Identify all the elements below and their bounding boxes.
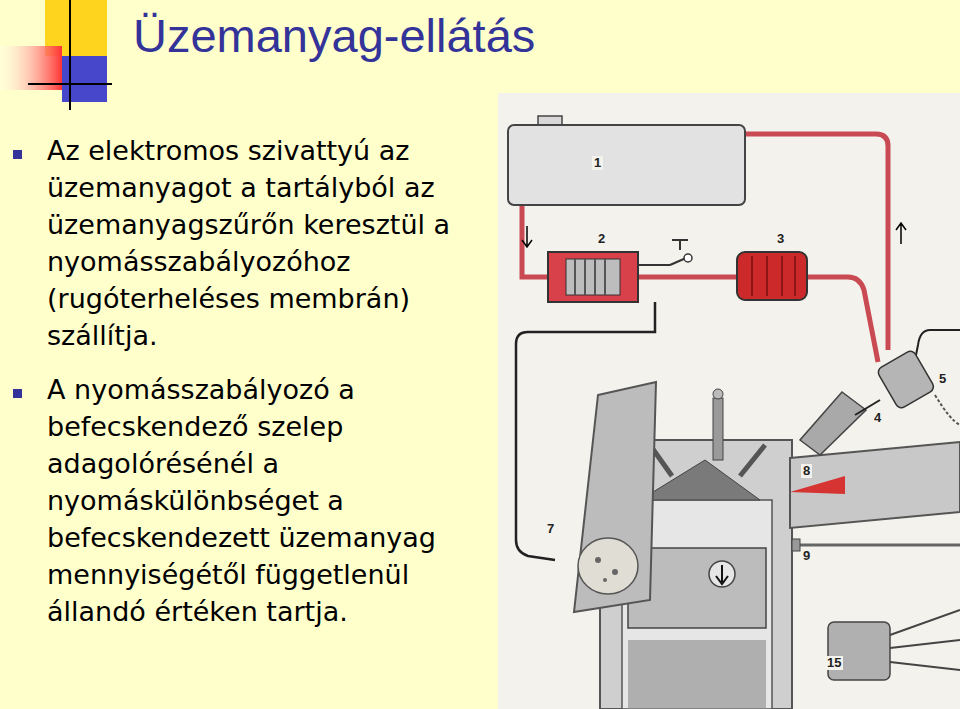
wire xyxy=(915,330,960,360)
pump-motor xyxy=(566,259,620,295)
slide-title: Üzemanyag-ellátás xyxy=(133,8,535,63)
pressure-regulator xyxy=(876,349,935,410)
callout-number: 4 xyxy=(872,411,883,425)
fuel-line xyxy=(807,277,878,362)
callout-number: 1 xyxy=(592,156,603,170)
intake-manifold xyxy=(790,442,960,528)
ignition-wire xyxy=(890,610,960,670)
callout-number: 3 xyxy=(775,232,786,246)
spark-plug xyxy=(713,398,723,460)
filter-element xyxy=(752,256,795,296)
callout-number: 5 xyxy=(937,372,948,386)
fuel-line xyxy=(522,205,548,277)
wire xyxy=(935,395,960,425)
distributor xyxy=(828,622,890,680)
flow-arrow xyxy=(896,223,906,244)
sensor-wire xyxy=(792,544,960,547)
fuel-spray xyxy=(790,476,845,494)
fuel-pump xyxy=(548,252,638,302)
deco-line xyxy=(28,83,112,85)
ground-symbol xyxy=(672,240,688,250)
terminal xyxy=(684,254,692,262)
motor-winding xyxy=(575,259,605,295)
fuel-filter xyxy=(737,252,807,300)
injector xyxy=(800,392,866,455)
bullet-square xyxy=(13,389,22,398)
fuel-line xyxy=(745,134,888,350)
crankcase xyxy=(628,640,766,709)
sensor xyxy=(792,539,800,551)
air-duct xyxy=(574,382,656,612)
callout-number: 15 xyxy=(825,656,843,670)
callout-number: 9 xyxy=(801,549,812,563)
flow-arrow xyxy=(522,226,532,247)
bullet-text: Az elektromos szivattyú az üzemanyagot a… xyxy=(47,132,493,354)
valve xyxy=(650,445,765,476)
deco-line xyxy=(69,0,71,110)
fuel-line xyxy=(638,275,737,280)
callout-number: 8 xyxy=(801,464,812,478)
airflow-meter xyxy=(578,538,638,594)
callout-number: 2 xyxy=(596,232,607,246)
fuel-tank xyxy=(508,125,745,205)
piston-arrow xyxy=(716,565,728,584)
pump-wire xyxy=(638,258,686,265)
bullet-text: A nyomásszabályozó a befecskendező szele… xyxy=(47,371,493,630)
callout-number: 7 xyxy=(545,522,556,536)
spark-plug xyxy=(713,389,723,399)
bullet-square xyxy=(13,150,22,159)
combustion-chamber xyxy=(640,460,760,500)
deco-square xyxy=(62,56,107,102)
piston-arrow xyxy=(709,561,735,587)
illustration-panel xyxy=(498,93,960,709)
